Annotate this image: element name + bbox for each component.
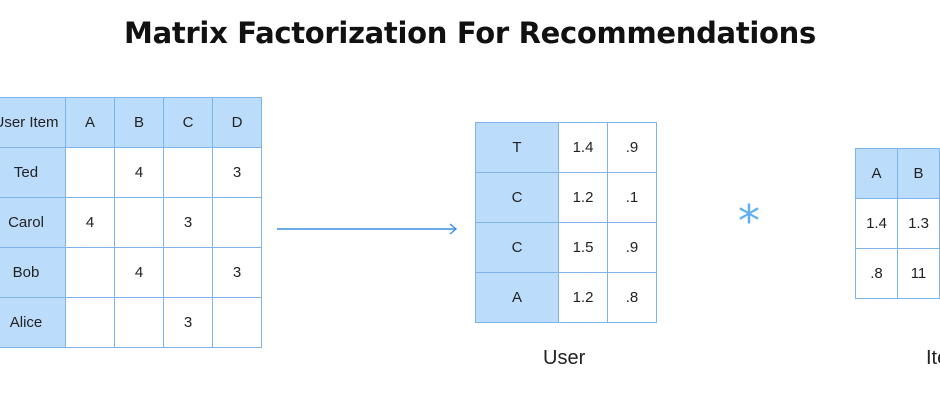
item-factor-value: 11 [897, 248, 940, 299]
item-matrix-caption: Item [926, 347, 940, 369]
rating-cell: 3 [212, 247, 262, 298]
rating-cell [114, 297, 164, 348]
page-title: Matrix Factorization For Recommendations [124, 16, 816, 50]
user-row-header: Alice [0, 297, 66, 348]
rating-cell: 4 [114, 247, 164, 298]
ratings-corner-label: User Item [0, 97, 66, 148]
item-column-header: C [163, 97, 213, 148]
user-factor-value: .1 [607, 172, 657, 223]
item-column-header: D [212, 97, 262, 148]
rating-cell [212, 297, 262, 348]
arrow-right-icon [277, 223, 458, 235]
rating-cell [163, 247, 213, 298]
user-factor-value: 1.4 [558, 122, 608, 173]
user-factor-value: 1.5 [558, 222, 608, 273]
user-factor-label: T [475, 122, 559, 173]
rating-cell: 3 [163, 297, 213, 348]
rating-cell: 3 [212, 147, 262, 198]
item-factor-header: B [897, 148, 940, 199]
item-column-header: A [65, 97, 115, 148]
rating-cell [114, 197, 164, 248]
multiply-icon: * [738, 196, 760, 247]
item-factor-value: 1.3 [897, 198, 940, 249]
item-factor-value: 1.4 [855, 198, 898, 249]
ratings-row: Alice 3 [0, 297, 262, 348]
item-factor-header: A [855, 148, 898, 199]
item-column-header: B [114, 97, 164, 148]
rating-cell [212, 197, 262, 248]
rating-cell [65, 147, 115, 198]
user-row-header: Carol [0, 197, 66, 248]
item-factor-value: .8 [855, 248, 898, 299]
user-factor-value: .9 [607, 222, 657, 273]
rating-cell: 3 [163, 197, 213, 248]
rating-cell [65, 297, 115, 348]
user-factor-value: .9 [607, 122, 657, 173]
rating-cell: 4 [114, 147, 164, 198]
user-row-header: Ted [0, 147, 66, 198]
user-factor-label: A [475, 272, 559, 323]
user-matrix-caption: User [543, 347, 586, 369]
user-factor-label: C [475, 222, 559, 273]
rating-cell [65, 247, 115, 298]
rating-cell: 4 [65, 197, 115, 248]
user-factor-value: .8 [607, 272, 657, 323]
user-row-header: Bob [0, 247, 66, 298]
user-factor-value: 1.2 [558, 172, 608, 223]
user-factor-label: C [475, 172, 559, 223]
rating-cell [163, 147, 213, 198]
user-factor-value: 1.2 [558, 272, 608, 323]
